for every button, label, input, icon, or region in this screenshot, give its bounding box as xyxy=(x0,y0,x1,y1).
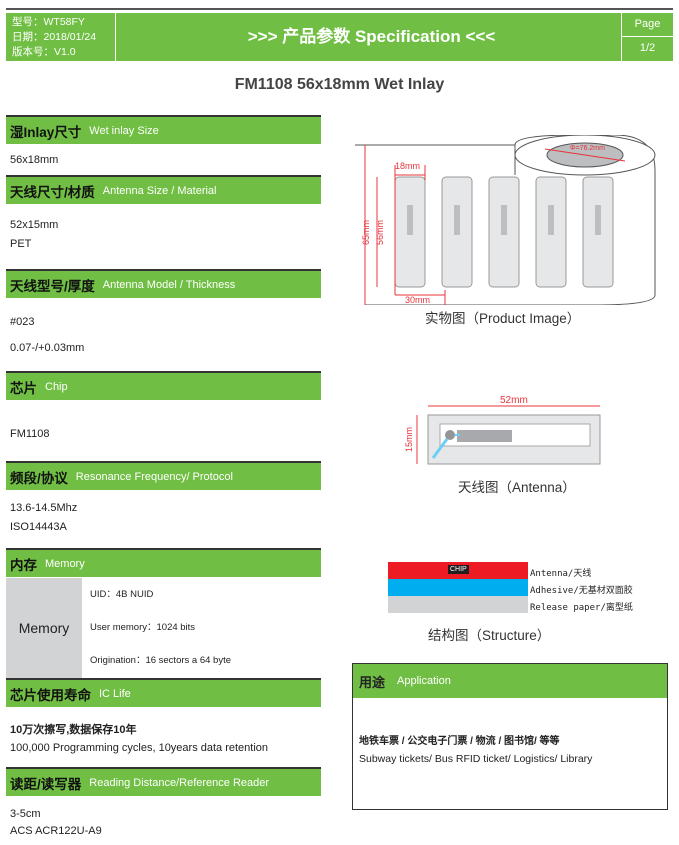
value: 10万次擦写,数据保存10年 xyxy=(10,724,137,736)
chip-label: CHIP xyxy=(448,565,469,574)
section-title-en: Memory xyxy=(45,557,85,570)
product-roll-drawing: 18mm 30mm Φ=76.2mm 65mm 56mm xyxy=(355,135,656,305)
section-title-cn: 频段/协议 xyxy=(10,470,68,486)
application-cn: 地铁车票 / 公交电子门票 / 物流 / 图书馆/ 等等 xyxy=(359,736,560,747)
section-title-cn: 芯片使用寿命 xyxy=(10,687,91,703)
dim-pitch: 30mm xyxy=(405,295,430,305)
value: ISO14443A xyxy=(10,521,67,533)
dim-height-outer: 65mm xyxy=(361,220,371,245)
value: 0.07-/+0.03mm xyxy=(10,342,85,354)
section-title-en: Wet inlay Size xyxy=(89,124,159,137)
model-number: 型号：WT58FY xyxy=(12,16,85,28)
layer-adhesive xyxy=(388,579,528,596)
value: 52x15mm xyxy=(10,219,59,231)
section-title-en: Chip xyxy=(45,380,68,393)
section-title-cn: 芯片 xyxy=(10,380,37,396)
doc-title: FM1108 56x18mm Wet Inlay xyxy=(234,76,445,93)
value: FM1108 xyxy=(10,428,50,440)
value: 3-5cm xyxy=(10,808,41,820)
doc-meta: 型号：WT58FY 日期：2018/01/24 版本号：V1.0 xyxy=(6,13,116,61)
section-title-cn: 读距/读写器 xyxy=(10,776,82,792)
antenna-drawing: 52mm 15mm xyxy=(404,395,601,465)
application-en: Subway tickets/ Bus RFID ticket/ Logisti… xyxy=(359,753,593,765)
application-title-cn: 用途 xyxy=(359,674,386,690)
section-title-en: Resonance Frequency/ Protocol xyxy=(75,470,233,483)
section-ic-life: 芯片使用寿命 IC Life xyxy=(6,678,321,707)
application-box: 用途 Application 地铁车票 / 公交电子门票 / 物流 / 图书馆/ … xyxy=(352,663,668,810)
section-antenna-size: 天线尺寸/材质 Antenna Size / Material xyxy=(6,175,321,204)
page-label: Page xyxy=(622,13,673,37)
value: #023 xyxy=(10,316,35,328)
section-chip: 芯片 Chip xyxy=(6,371,321,400)
dim-core: Φ=76.2mm xyxy=(570,145,605,152)
memory-table: Memory UID：4B NUID User memory：1024 bits… xyxy=(6,578,321,678)
layer-label: Adhesive/无基材双面胶 xyxy=(530,586,633,596)
section-title-en: Antenna Size / Material xyxy=(102,184,217,197)
layer-label: Release paper/离型纸 xyxy=(530,603,633,613)
section-frequency: 频段/协议 Resonance Frequency/ Protocol xyxy=(6,461,321,490)
value: 56x18mm xyxy=(10,154,59,166)
memory-origination: Origination：16 sectors a 64 byte xyxy=(90,655,231,666)
section-title-cn: 天线型号/厚度 xyxy=(10,278,95,294)
doc-date: 日期：2018/01/24 xyxy=(12,31,97,43)
page-indicator: Page 1/2 xyxy=(621,13,673,61)
value: ACS ACR122U-A9 xyxy=(10,825,102,837)
memory-user: User memory：1024 bits xyxy=(90,622,196,633)
antenna-height: 15mm xyxy=(404,427,414,452)
value: PET xyxy=(10,238,32,250)
layer-label: Antenna/天线 xyxy=(530,569,592,579)
header-title: >>> 产品参数 Specification <<< xyxy=(247,27,496,46)
dim-height-inner: 56mm xyxy=(375,220,385,245)
doc-version: 版本号：V1.0 xyxy=(12,46,76,58)
page-number: 1/2 xyxy=(639,42,656,54)
value: 100,000 Programming cycles, 10years data… xyxy=(10,742,269,754)
dim-width: 18mm xyxy=(395,161,420,171)
application-title-en: Application xyxy=(397,675,451,687)
antenna-caption: 天线图（Antenna） xyxy=(458,480,576,495)
section-title-en: Reading Distance/Reference Reader xyxy=(89,776,270,789)
section-title-cn: 天线尺寸/材质 xyxy=(10,184,95,200)
section-title-en: IC Life xyxy=(99,687,131,700)
section-reading-distance: 读距/读写器 Reading Distance/Reference Reader xyxy=(6,767,321,796)
section-title-cn: 内存 xyxy=(10,557,37,573)
antenna-width: 52mm xyxy=(500,395,528,406)
section-title-cn: 湿Inlay尺寸 xyxy=(10,124,82,140)
section-memory: 内存 Memory xyxy=(6,548,321,577)
section-title-en: Antenna Model / Thickness xyxy=(102,278,236,291)
top-rule xyxy=(6,8,673,10)
layer-antenna: CHIP xyxy=(388,562,528,579)
section-antenna-model: 天线型号/厚度 Antenna Model / Thickness xyxy=(6,269,321,298)
header-bar: 型号：WT58FY 日期：2018/01/24 版本号：V1.0 >>> 产品参… xyxy=(6,13,673,61)
layer-release-paper xyxy=(388,596,528,613)
value: 13.6-14.5Mhz xyxy=(10,502,78,514)
section-wet-inlay-size: 湿Inlay尺寸 Wet inlay Size xyxy=(6,115,321,144)
memory-uid: UID：4B NUID xyxy=(90,589,154,600)
memory-label: Memory xyxy=(6,578,82,678)
product-image-caption: 实物图（Product Image） xyxy=(425,311,581,326)
structure-caption: 结构图（Structure） xyxy=(428,628,551,643)
